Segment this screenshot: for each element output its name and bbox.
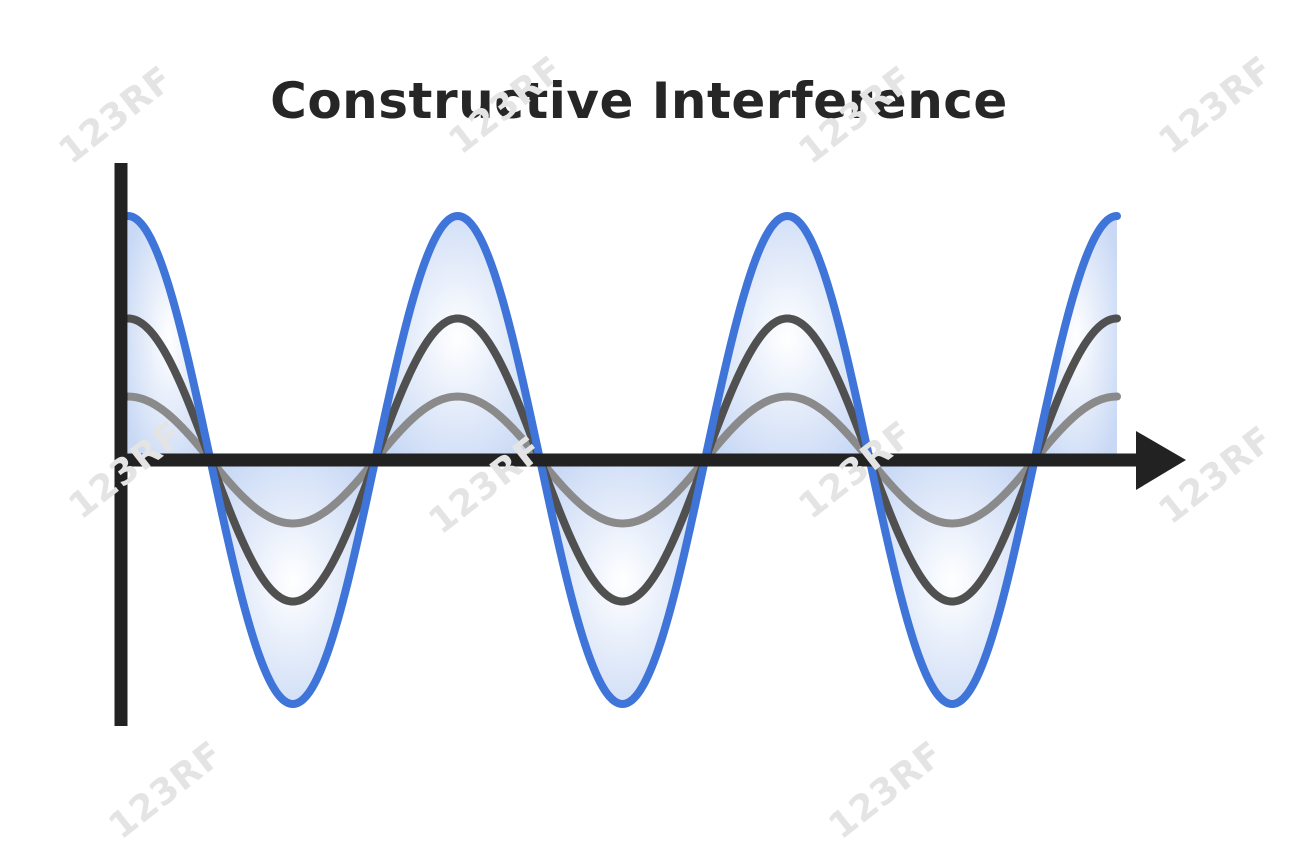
x-axis-arrowhead [1136,431,1186,490]
resultant-wave-line [124,211,1121,709]
resultant-fill-lobe [704,216,870,460]
wave-b-line [124,392,1121,528]
resultant-fill-lobe [210,460,376,704]
wave-a-line [124,314,1121,606]
resultant-fill-lobe [540,460,705,704]
diagram-title: Constructive Interference [270,72,1008,130]
resultant-fill-lobe [375,216,541,460]
interference-diagram [114,163,1186,726]
resultant-fill-lobe [869,460,1035,704]
